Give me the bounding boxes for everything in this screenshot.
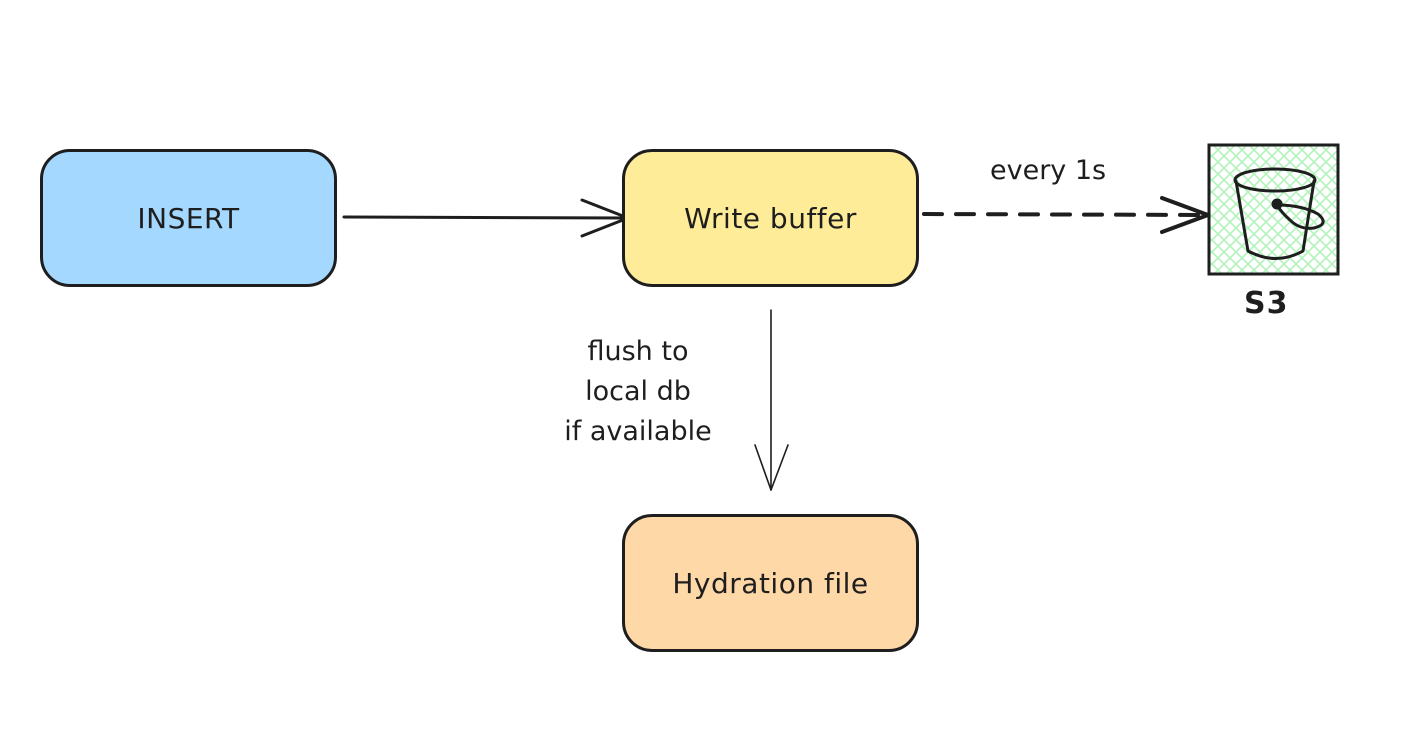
edge-label-every-1s: every 1s (990, 155, 1107, 186)
write-buffer-label: Write buffer (684, 201, 857, 235)
s3-box (1207, 143, 1340, 276)
edge-label-flush-line-1: flush to (587, 336, 689, 367)
insert-label: INSERT (137, 201, 240, 235)
arrow-buffer-to-hydration (754, 309, 789, 491)
bucket-icon (1233, 167, 1325, 260)
edge-label-flush-line-3: if available (564, 416, 712, 447)
write-buffer-node[interactable]: Write buffer (622, 149, 919, 287)
insert-node[interactable]: INSERT (40, 149, 337, 287)
edge-label-flush-line-2: local db (585, 376, 691, 407)
arrow-buffer-to-s3 (922, 196, 1210, 234)
edge-label-flush: flush to local db if available (540, 332, 736, 452)
hydration-file-node[interactable]: Hydration file (622, 514, 919, 652)
s3-label: S3 (1244, 286, 1289, 321)
hydration-file-label: Hydration file (672, 566, 869, 600)
arrow-insert-to-buffer (342, 198, 630, 238)
